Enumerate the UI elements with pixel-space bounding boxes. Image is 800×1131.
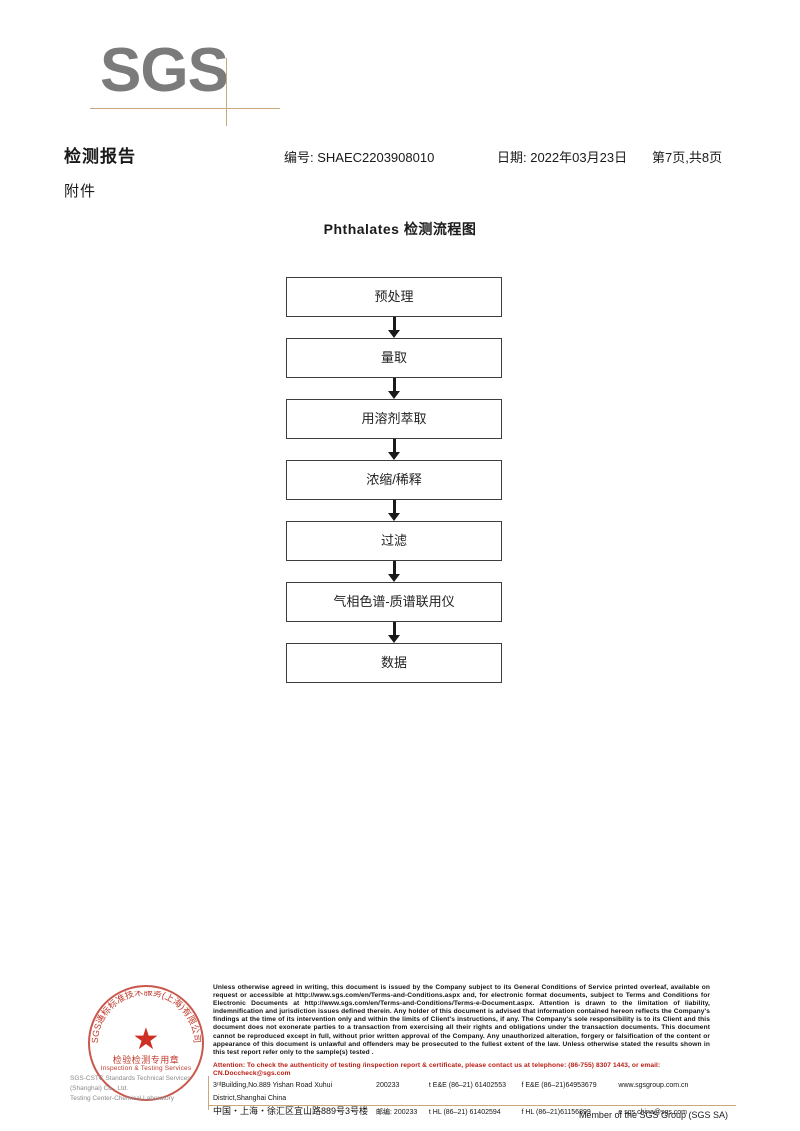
flow-arrow-down-icon [286,500,502,521]
flow-step-box: 数据 [286,643,502,683]
flow-step-box: 浓缩/稀释 [286,460,502,500]
report-date: 日期: 2022年03月23日 [497,150,628,165]
flow-arrow-down-icon [286,561,502,582]
seal-arc-text: SGS通标标准技术服务(上海)有限公司 [88,986,204,1051]
report-number: 编号: SHAEC2203908010 [284,150,435,165]
page-indicator: 第7页,共8页 [652,150,723,165]
sgs-logo: SGS [90,36,300,126]
footer-address-block: 3ʳᵈBuilding,No.889 Yishan Road Xuhui Dis… [213,1079,733,1119]
fax-ee: f E&E (86–21)64953679 [521,1082,597,1089]
sgs-logo-text: SGS [100,36,229,105]
flow-step-box: 过滤 [286,521,502,561]
flow-step-box: 量取 [286,338,502,378]
flow-arrow-down-icon [286,439,502,460]
email: e sgs.china@sgs.com [618,1109,687,1116]
postcode-cn: 邮编: 200233 [376,1109,418,1116]
seal-center-cn: 检验检测专用章 [112,1055,180,1065]
flow-step-box: 用溶剂萃取 [286,399,502,439]
legal-disclaimer: Unless otherwise agreed in writing, this… [213,984,710,1056]
footer-company-name: SGS-CSTC Standards Technical Services (S… [70,1074,220,1104]
flowchart: 预处理 量取 用溶剂萃取 浓缩/稀释 过滤 气相色谱-质谱联用仪 数据 [286,277,502,683]
star-icon: ★ [132,1023,160,1056]
member-line: Member of the SGS Group (SGS SA) [578,1110,728,1120]
flow-step-box: 气相色谱-质谱联用仪 [286,582,502,622]
fax-hl: f HL (86–21)61156899 [521,1109,591,1116]
seal-center-en: Inspection & Testing Services [100,1065,192,1072]
telephone-hl: t HL (86–21) 61402594 [428,1109,501,1116]
attachment-label: 附件 [64,183,97,200]
flow-arrow-down-icon [286,317,502,338]
flow-arrow-down-icon [286,622,502,643]
website: www.sgsgroup.com.cn [618,1082,689,1089]
address-en: 3ʳᵈBuilding,No.889 Yishan Road Xuhui Dis… [213,1082,333,1102]
postcode-en: 200233 [376,1082,400,1089]
address-cn: 中国・上海・徐汇区宜山路889号3号楼 [213,1106,369,1116]
footer-company-line-2: Testing Center-Chemical Laboratory [70,1095,175,1102]
flow-arrow-down-icon [286,378,502,399]
footer-vertical-rule [208,1076,209,1110]
attention-notice: Attention: To check the authenticity of … [213,1062,661,1078]
address-row-cn: 中国・上海・徐汇区宜山路889号3号楼 邮编: 200233 t HL (86–… [213,1105,733,1119]
company-seal-stamp: SGS通标标准技术服务(上海)有限公司 ★ 检验检测专用章 Inspection… [88,985,204,1101]
logo-horizontal-rule [90,108,280,109]
seal-ring [88,985,204,1101]
page-title: 检测报告 [64,147,136,166]
flow-step-box: 预处理 [286,277,502,317]
logo-vertical-rule [226,58,227,126]
telephone-ee: t E&E (86–21) 61402553 [428,1082,506,1089]
footer-company-line-1: SGS-CSTC Standards Technical Services (S… [70,1075,191,1092]
address-row-en: 3ʳᵈBuilding,No.889 Yishan Road Xuhui Dis… [213,1079,733,1105]
footer-horizontal-rule [208,1105,736,1106]
flowchart-title: Phthalates 检测流程图 [323,221,477,237]
